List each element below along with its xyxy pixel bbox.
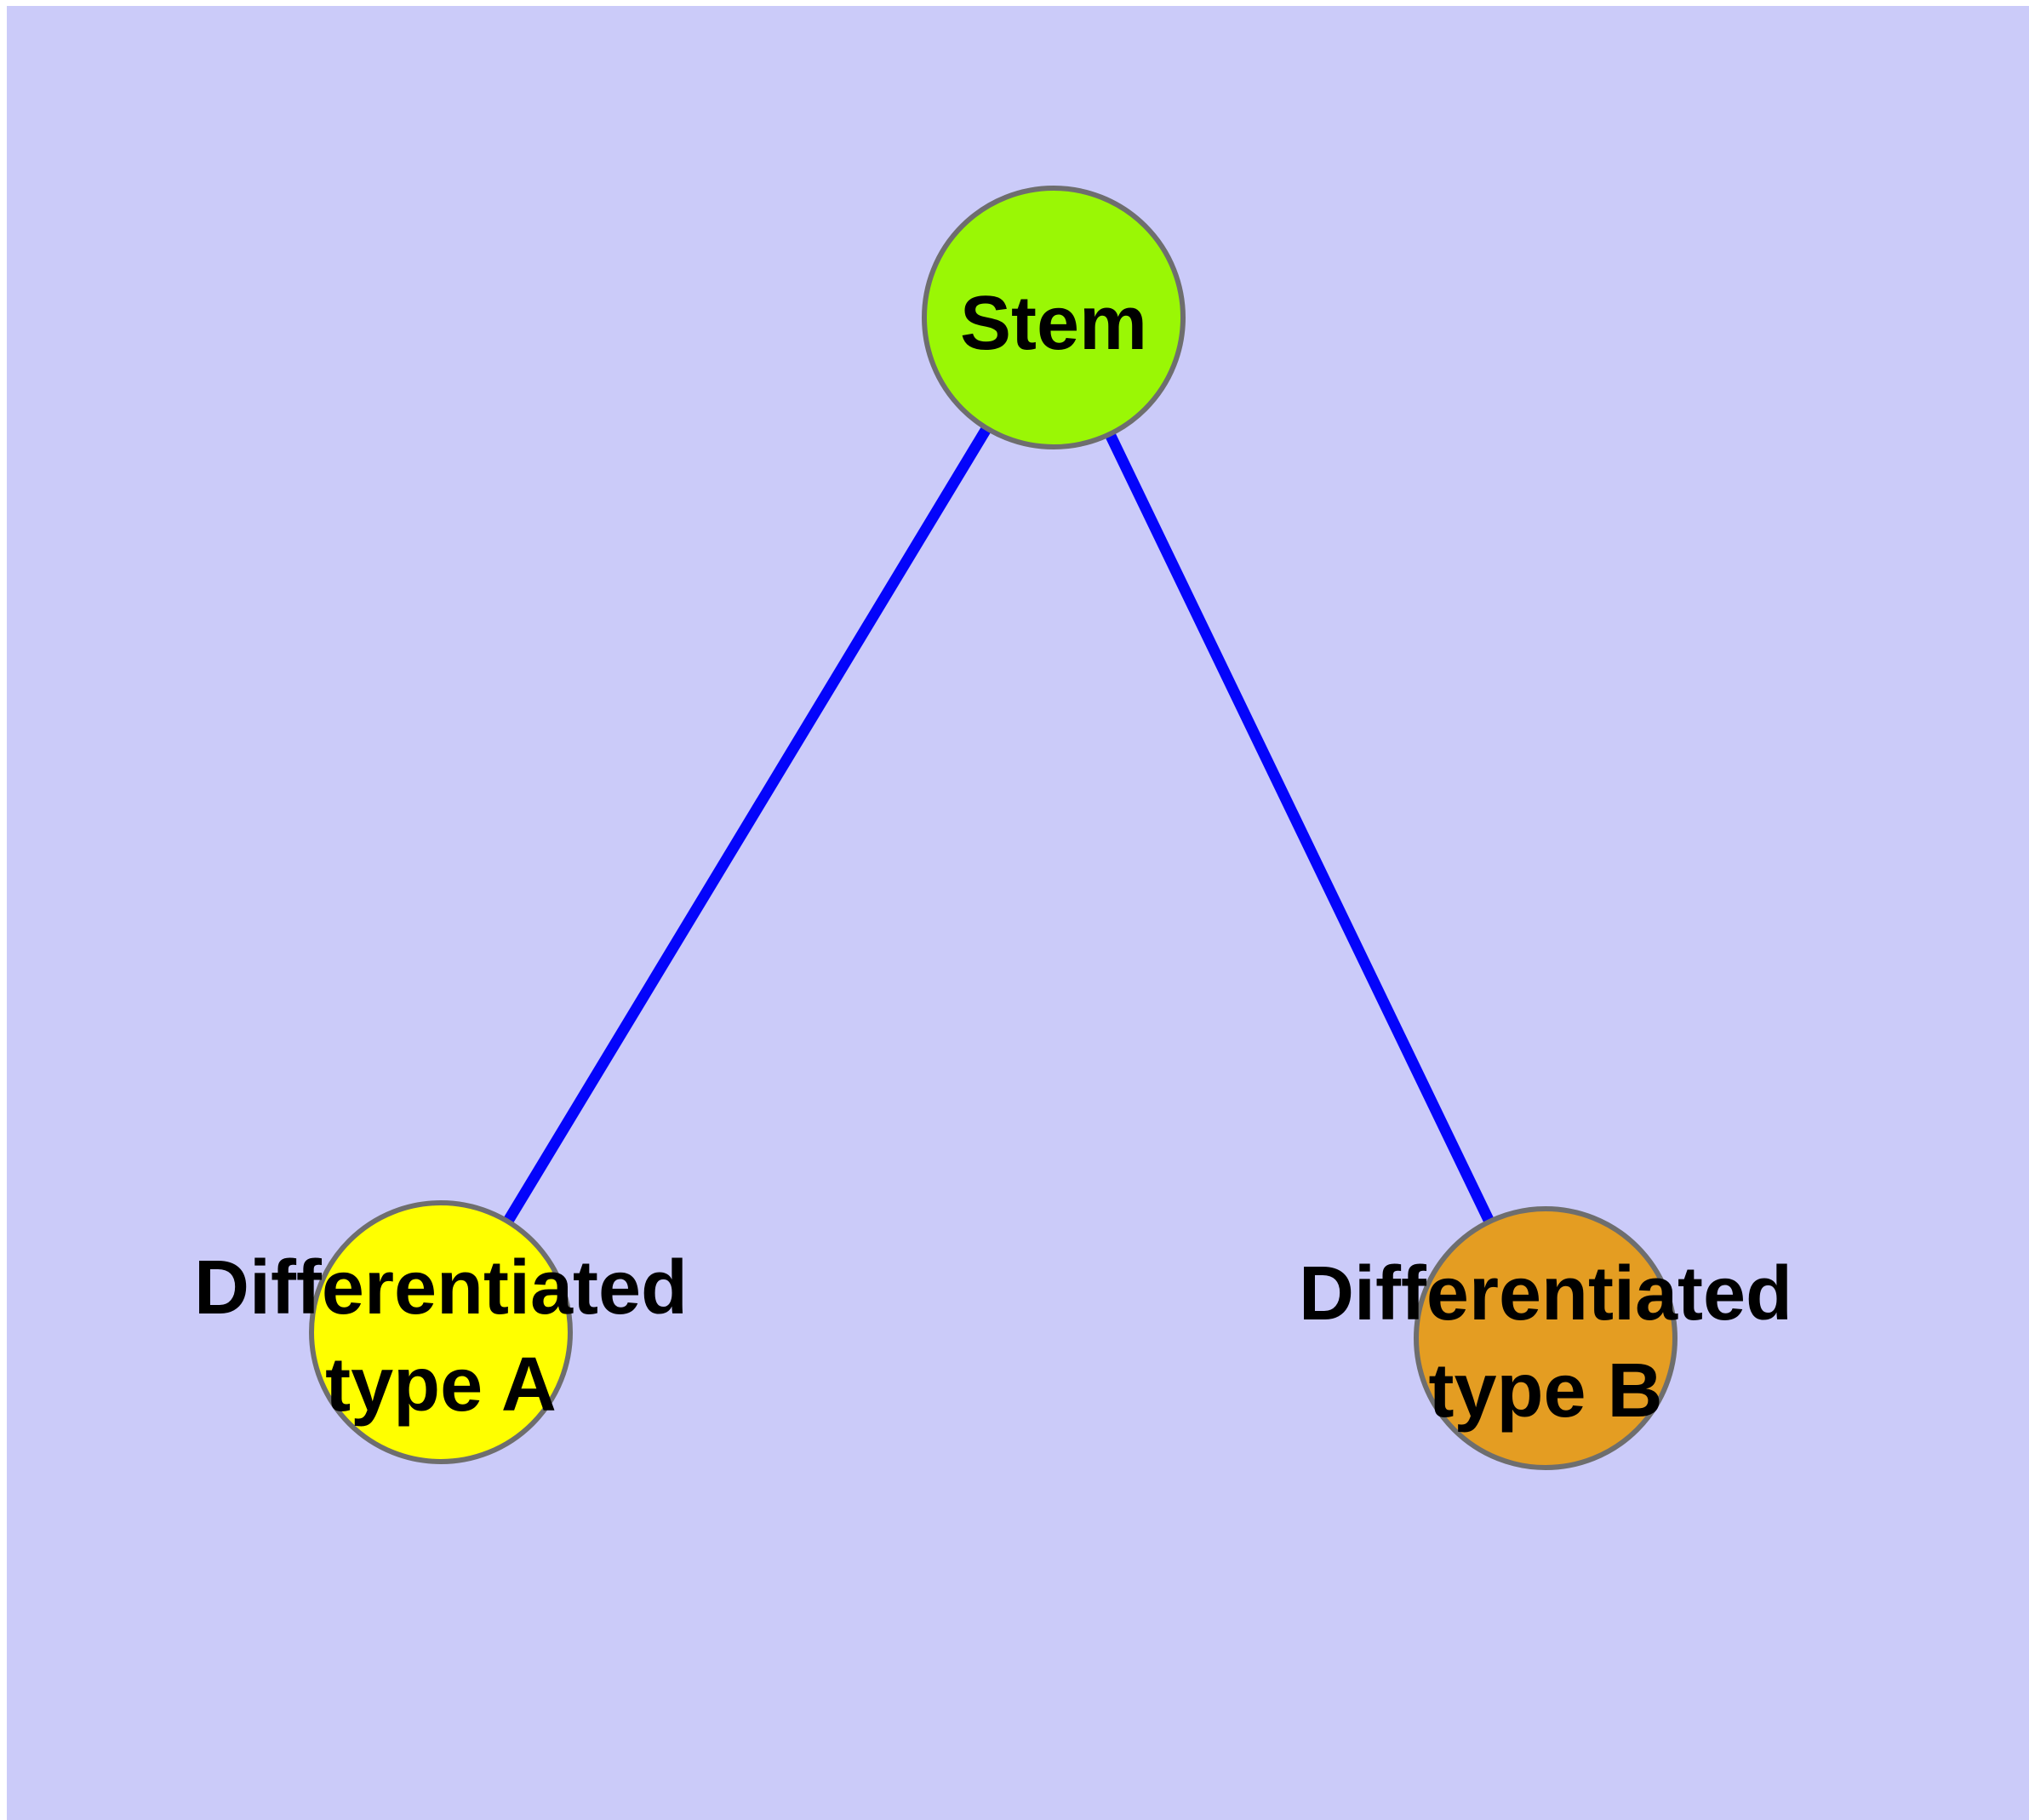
node-type-b-label-line2: type B [1428, 1348, 1662, 1434]
edge-stem-to-type-a [436, 314, 1059, 1336]
node-type-a-label-line1: Differentiated [194, 1245, 688, 1331]
node-type-a-label-line2: type A [325, 1342, 557, 1428]
node-stem-label: Stem [960, 281, 1147, 366]
node-type-b-label-line1: Differentiated [1299, 1251, 1792, 1336]
node-stem-circle [922, 186, 1186, 449]
node-type-a-circle [309, 1200, 573, 1464]
node-type-b-circle [1414, 1206, 1677, 1470]
edge-stem-to-type-b [1049, 315, 1551, 1341]
